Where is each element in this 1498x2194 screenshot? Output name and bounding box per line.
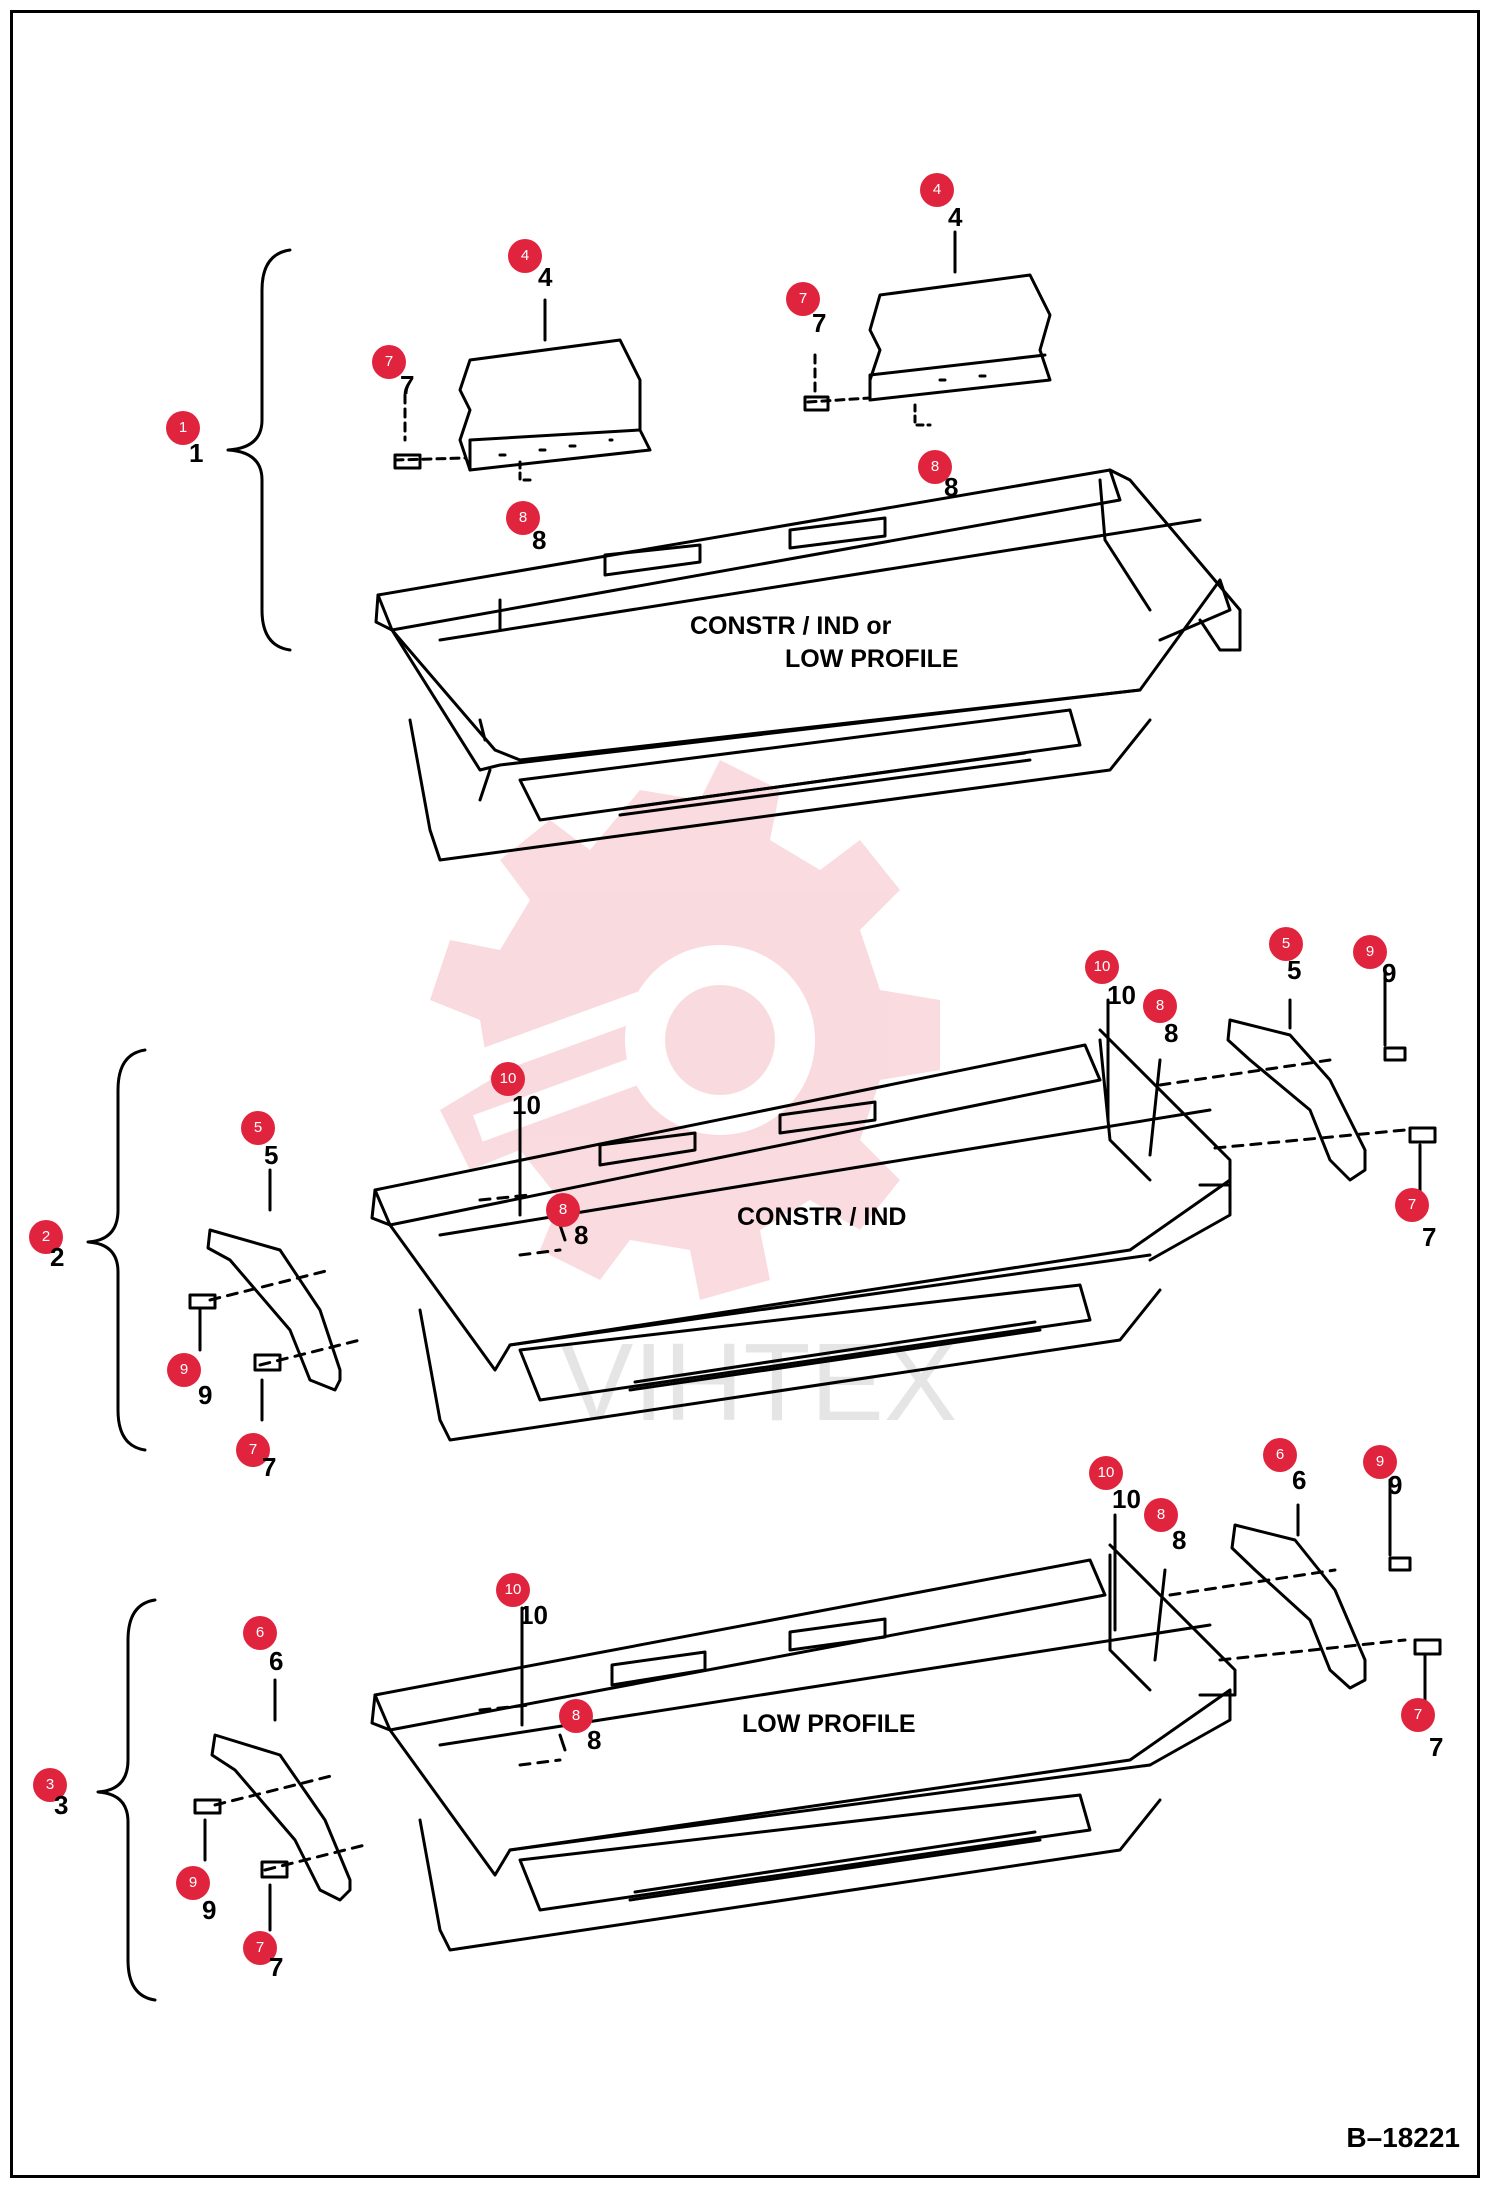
bracket-4-right (868, 273, 1052, 402)
ref-numeral: 6 (269, 1646, 284, 1676)
callout-badge[interactable]: 5 (1269, 927, 1303, 961)
ref-numeral: 10 (519, 1600, 548, 1630)
ref-numeral: 3 (54, 1790, 69, 1820)
leader-8b (913, 403, 932, 427)
callout-badge[interactable]: 8 (1143, 989, 1177, 1023)
ref-numeral: 8 (574, 1220, 589, 1250)
caption-bucket-1-line2: LOW PROFILE (785, 645, 959, 673)
callout-badge[interactable]: 7 (1401, 1698, 1435, 1732)
callout-badge[interactable]: 7 (1395, 1188, 1429, 1222)
callout-badge[interactable]: 10 (1085, 950, 1119, 984)
callout-badge[interactable]: 7 (786, 282, 820, 316)
leader-3 (203, 1478, 1427, 1932)
bolt-7b (803, 395, 830, 412)
group3-brace (96, 1598, 157, 2002)
ref-numeral: 8 (532, 525, 547, 555)
ref-numeral: 4 (948, 202, 963, 232)
ref-numeral: 7 (269, 1952, 284, 1982)
side-plate-6-right (1230, 1523, 1367, 1690)
ref-numeral: 10 (1112, 1484, 1141, 1514)
ref-numeral: 4 (538, 262, 553, 292)
leader-7b (806, 353, 872, 404)
callout-badge[interactable]: 10 (496, 1573, 530, 1607)
callout-badge[interactable]: 4 (920, 173, 954, 207)
ref-numeral: 6 (1292, 1465, 1307, 1495)
drawing-frame (10, 10, 1480, 2178)
ref-numeral: 5 (1287, 955, 1302, 985)
callout-badge[interactable]: 9 (1353, 935, 1387, 969)
caption-bucket-1-line1: CONSTR / IND or (690, 612, 892, 640)
callout-badge[interactable]: 7 (236, 1433, 270, 1467)
ref-numeral: 5 (264, 1140, 279, 1170)
ref-numeral: 2 (50, 1242, 65, 1272)
dash-lines-3 (213, 1568, 1407, 1872)
ref-numeral: 7 (1429, 1732, 1444, 1762)
side-plate-5-left (206, 1228, 342, 1392)
watermark-text: VIHTEX (560, 1321, 957, 1444)
bucket-3-outline (370, 1543, 1237, 1952)
ref-numeral: 9 (1382, 958, 1397, 988)
ref-numeral: 9 (1388, 1470, 1403, 1500)
bracket-4-left (458, 338, 652, 472)
callout-badge[interactable]: 1 (166, 411, 200, 445)
bolts-3 (193, 1556, 1442, 1879)
callout-badge[interactable]: 2 (29, 1220, 63, 1254)
callout-badge[interactable]: 8 (546, 1193, 580, 1227)
caption-bucket-3: LOW PROFILE (742, 1710, 916, 1738)
callout-badge[interactable]: 9 (1363, 1445, 1397, 1479)
ref-numeral: 8 (1164, 1018, 1179, 1048)
leader-2 (198, 968, 1422, 1422)
leader-7a (393, 393, 467, 462)
callout-badge[interactable]: 4 (508, 239, 542, 273)
ref-numeral: 10 (512, 1090, 541, 1120)
callout-badge[interactable]: 7 (243, 1931, 277, 1965)
leader-8a (518, 460, 537, 482)
ref-numeral: 8 (587, 1725, 602, 1755)
caption-bucket-2: CONSTR / IND (737, 1203, 907, 1231)
group1-brace (226, 248, 292, 652)
ref-numeral: 7 (1422, 1222, 1437, 1252)
callout-badge[interactable]: 10 (491, 1062, 525, 1096)
watermark-gear-logo (430, 760, 940, 1300)
side-plate-5-right (1226, 1018, 1367, 1182)
dash-lines-2 (208, 1058, 1407, 1367)
callout-badge[interactable]: 8 (918, 450, 952, 484)
ref-numeral: 9 (198, 1380, 213, 1410)
side-plate-6-left (210, 1733, 352, 1902)
callout-badge[interactable]: 9 (176, 1866, 210, 1900)
ref-numeral: 10 (1107, 980, 1136, 1010)
callout-badge[interactable]: 8 (1144, 1498, 1178, 1532)
ref-numeral: 8 (944, 472, 959, 502)
ref-numeral: 9 (202, 1895, 217, 1925)
callout-badge[interactable]: 8 (506, 501, 540, 535)
ref-numeral: 8 (1172, 1525, 1187, 1555)
ref-numeral: 7 (262, 1452, 277, 1482)
bolts-2 (188, 1046, 1437, 1372)
bolt-7a (393, 453, 422, 470)
callout-badge[interactable]: 9 (167, 1353, 201, 1387)
callout-badge[interactable]: 7 (372, 345, 406, 379)
callout-badge[interactable]: 5 (241, 1111, 275, 1145)
callout-badge[interactable]: 6 (1263, 1438, 1297, 1472)
bucket-1-outline (374, 468, 1242, 862)
drawing-number: B–18221 (1346, 2122, 1460, 2153)
ref-numeral: 7 (812, 308, 827, 338)
callout-badge[interactable]: 3 (33, 1768, 67, 1802)
ref-numeral: 7 (400, 370, 415, 400)
group2-brace (86, 1048, 147, 1452)
callout-badge[interactable]: 8 (559, 1699, 593, 1733)
ref-numeral: 1 (189, 438, 204, 468)
callout-badge[interactable]: 10 (1089, 1456, 1123, 1490)
callout-badge[interactable]: 6 (243, 1616, 277, 1650)
